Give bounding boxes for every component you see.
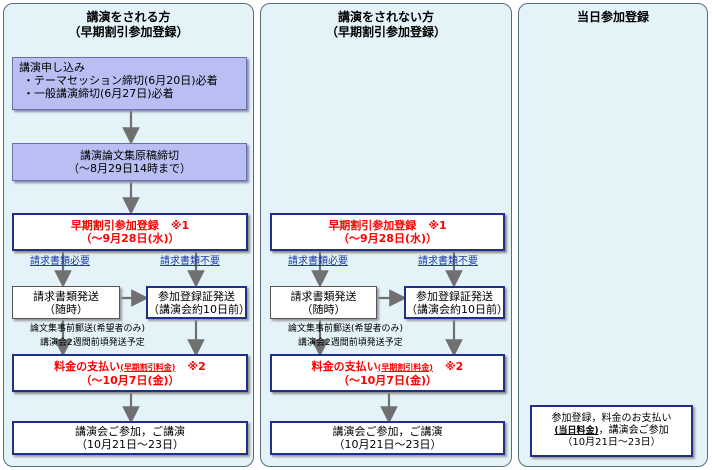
invoice-needed-label: 請求書類必要 [30, 256, 90, 267]
invoice-send-box: 請求書類発送 （随時） [12, 286, 120, 319]
apply-box: 講演申し込み ・テーマセッション締切(6月20日)必着 ・一般講演締切(6月27… [12, 57, 247, 110]
cert-send-title-2: 参加登録証発送 [416, 289, 493, 303]
payment-deadline-2: （～10月7日(金)） [337, 373, 438, 387]
invoice-send-timing-2: （随時） [301, 302, 346, 316]
early-registration-box-2: 早期割引参加登録 ※1 （～9月28日(水)） [270, 213, 505, 251]
schedule-note: 講演会2週間前頃発送予定 [40, 338, 145, 348]
cert-send-box-2: 参加登録証発送 （講演会約10日前） [404, 286, 508, 319]
invoice-send-title-2: 請求書類発送 [290, 289, 357, 303]
cert-send-timing-2: （講演会約10日前） [406, 302, 508, 316]
invoice-send-timing: （随時） [44, 302, 88, 316]
onsite-attend: ，講演会ご参加 [598, 425, 669, 436]
col2-subtitle: （早期割引参加登録） [325, 25, 446, 39]
cert-send-title: 参加登録証発送 [158, 289, 235, 303]
cert-send-timing: （講演会約10日前） [148, 302, 250, 316]
early-title: 早期割引参加登録 [70, 219, 159, 232]
onsite-dates: （10月21日～23日） [562, 437, 661, 448]
payment-note-2: ※2 [444, 359, 464, 373]
attend-dates-2: （10月21日～23日） [333, 438, 442, 451]
early-registration-box: 早期割引参加登録 ※1 （～9月28日(水)） [12, 213, 248, 251]
payment-title: 料金の支払い [54, 359, 121, 373]
apply-general-deadline: ・一般講演締切(6月27日)必着 [23, 87, 174, 100]
invoice-send-box-2: 請求書類発送 （随時） [270, 286, 377, 319]
invoice-send-title: 請求書類発送 [33, 289, 99, 303]
schedule-note-2: 講演会2週間前頃発送予定 [298, 338, 403, 348]
onsite-line1: 参加登録，料金のお支払い [551, 413, 672, 424]
payment-note: ※2 [187, 359, 206, 373]
early-title-2: 早期割引参加登録 [328, 219, 417, 232]
manuscript-deadline: （～8月29日14時まで） [68, 162, 191, 175]
early-deadline-2: （～9月28日(水)） [337, 232, 438, 245]
apply-theme-deadline: ・テーマセッション締切(6月20日)必着 [23, 74, 218, 87]
onsite-fee-type: (当日料金) [554, 426, 599, 436]
invoice-needed-label-2: 請求書類必要 [288, 256, 348, 267]
attend-box: 講演会ご参加，ご講演 （10月21日～23日） [12, 421, 248, 455]
attend-title: 講演会ご参加，ご講演 [75, 425, 185, 438]
apply-title: 講演申し込み [19, 61, 85, 74]
attend-box-2: 講演会ご参加，ご講演 （10月21日～23日） [270, 421, 505, 455]
attend-title-2: 講演会ご参加，ご講演 [332, 425, 443, 438]
col3-title: 当日参加登録 [576, 10, 649, 24]
column-onsite [518, 3, 708, 467]
early-note-2: ※1 [428, 219, 447, 232]
invoice-not-needed-label: 請求書類不要 [160, 256, 220, 267]
col1-subtitle: （早期割引参加登録） [68, 25, 189, 39]
payment-deadline: （～10月7日(金)） [80, 373, 180, 387]
payment-title-2: 料金の支払い [311, 359, 378, 373]
cert-send-box: 参加登録証発送 （講演会約10日前） [146, 286, 250, 319]
payment-box-2: 料金の支払い(早期割引料金) ※2 （～10月7日(金)） [270, 354, 505, 392]
manuscript-box: 講演論文集原稿締切 （～8月29日14時まで） [12, 143, 247, 181]
proceedings-note-2: 論文集事前郵送(希望者のみ) [288, 324, 404, 334]
early-deadline: （～9月28日(水)） [80, 232, 180, 245]
payment-box: 料金の支払い(早期割引料金) ※2 （～10月7日(金)） [12, 354, 248, 392]
col2-title: 講演をされない方 [337, 10, 434, 24]
manuscript-title: 講演論文集原稿締切 [80, 149, 179, 162]
col1-title: 講演をされる方 [86, 10, 171, 24]
proceedings-note: 論文集事前郵送(希望者のみ) [30, 324, 146, 334]
invoice-not-needed-label-2: 請求書類不要 [418, 256, 478, 267]
payment-fee-type: (早期割引料金) [120, 362, 176, 372]
onsite-box: 参加登録，料金のお支払い (当日料金)，講演会ご参加 （10月21日～23日） [530, 405, 693, 457]
payment-fee-type-2: (早期割引料金) [377, 362, 433, 372]
attend-dates: （10月21日～23日） [76, 438, 184, 451]
early-note: ※1 [170, 219, 190, 232]
